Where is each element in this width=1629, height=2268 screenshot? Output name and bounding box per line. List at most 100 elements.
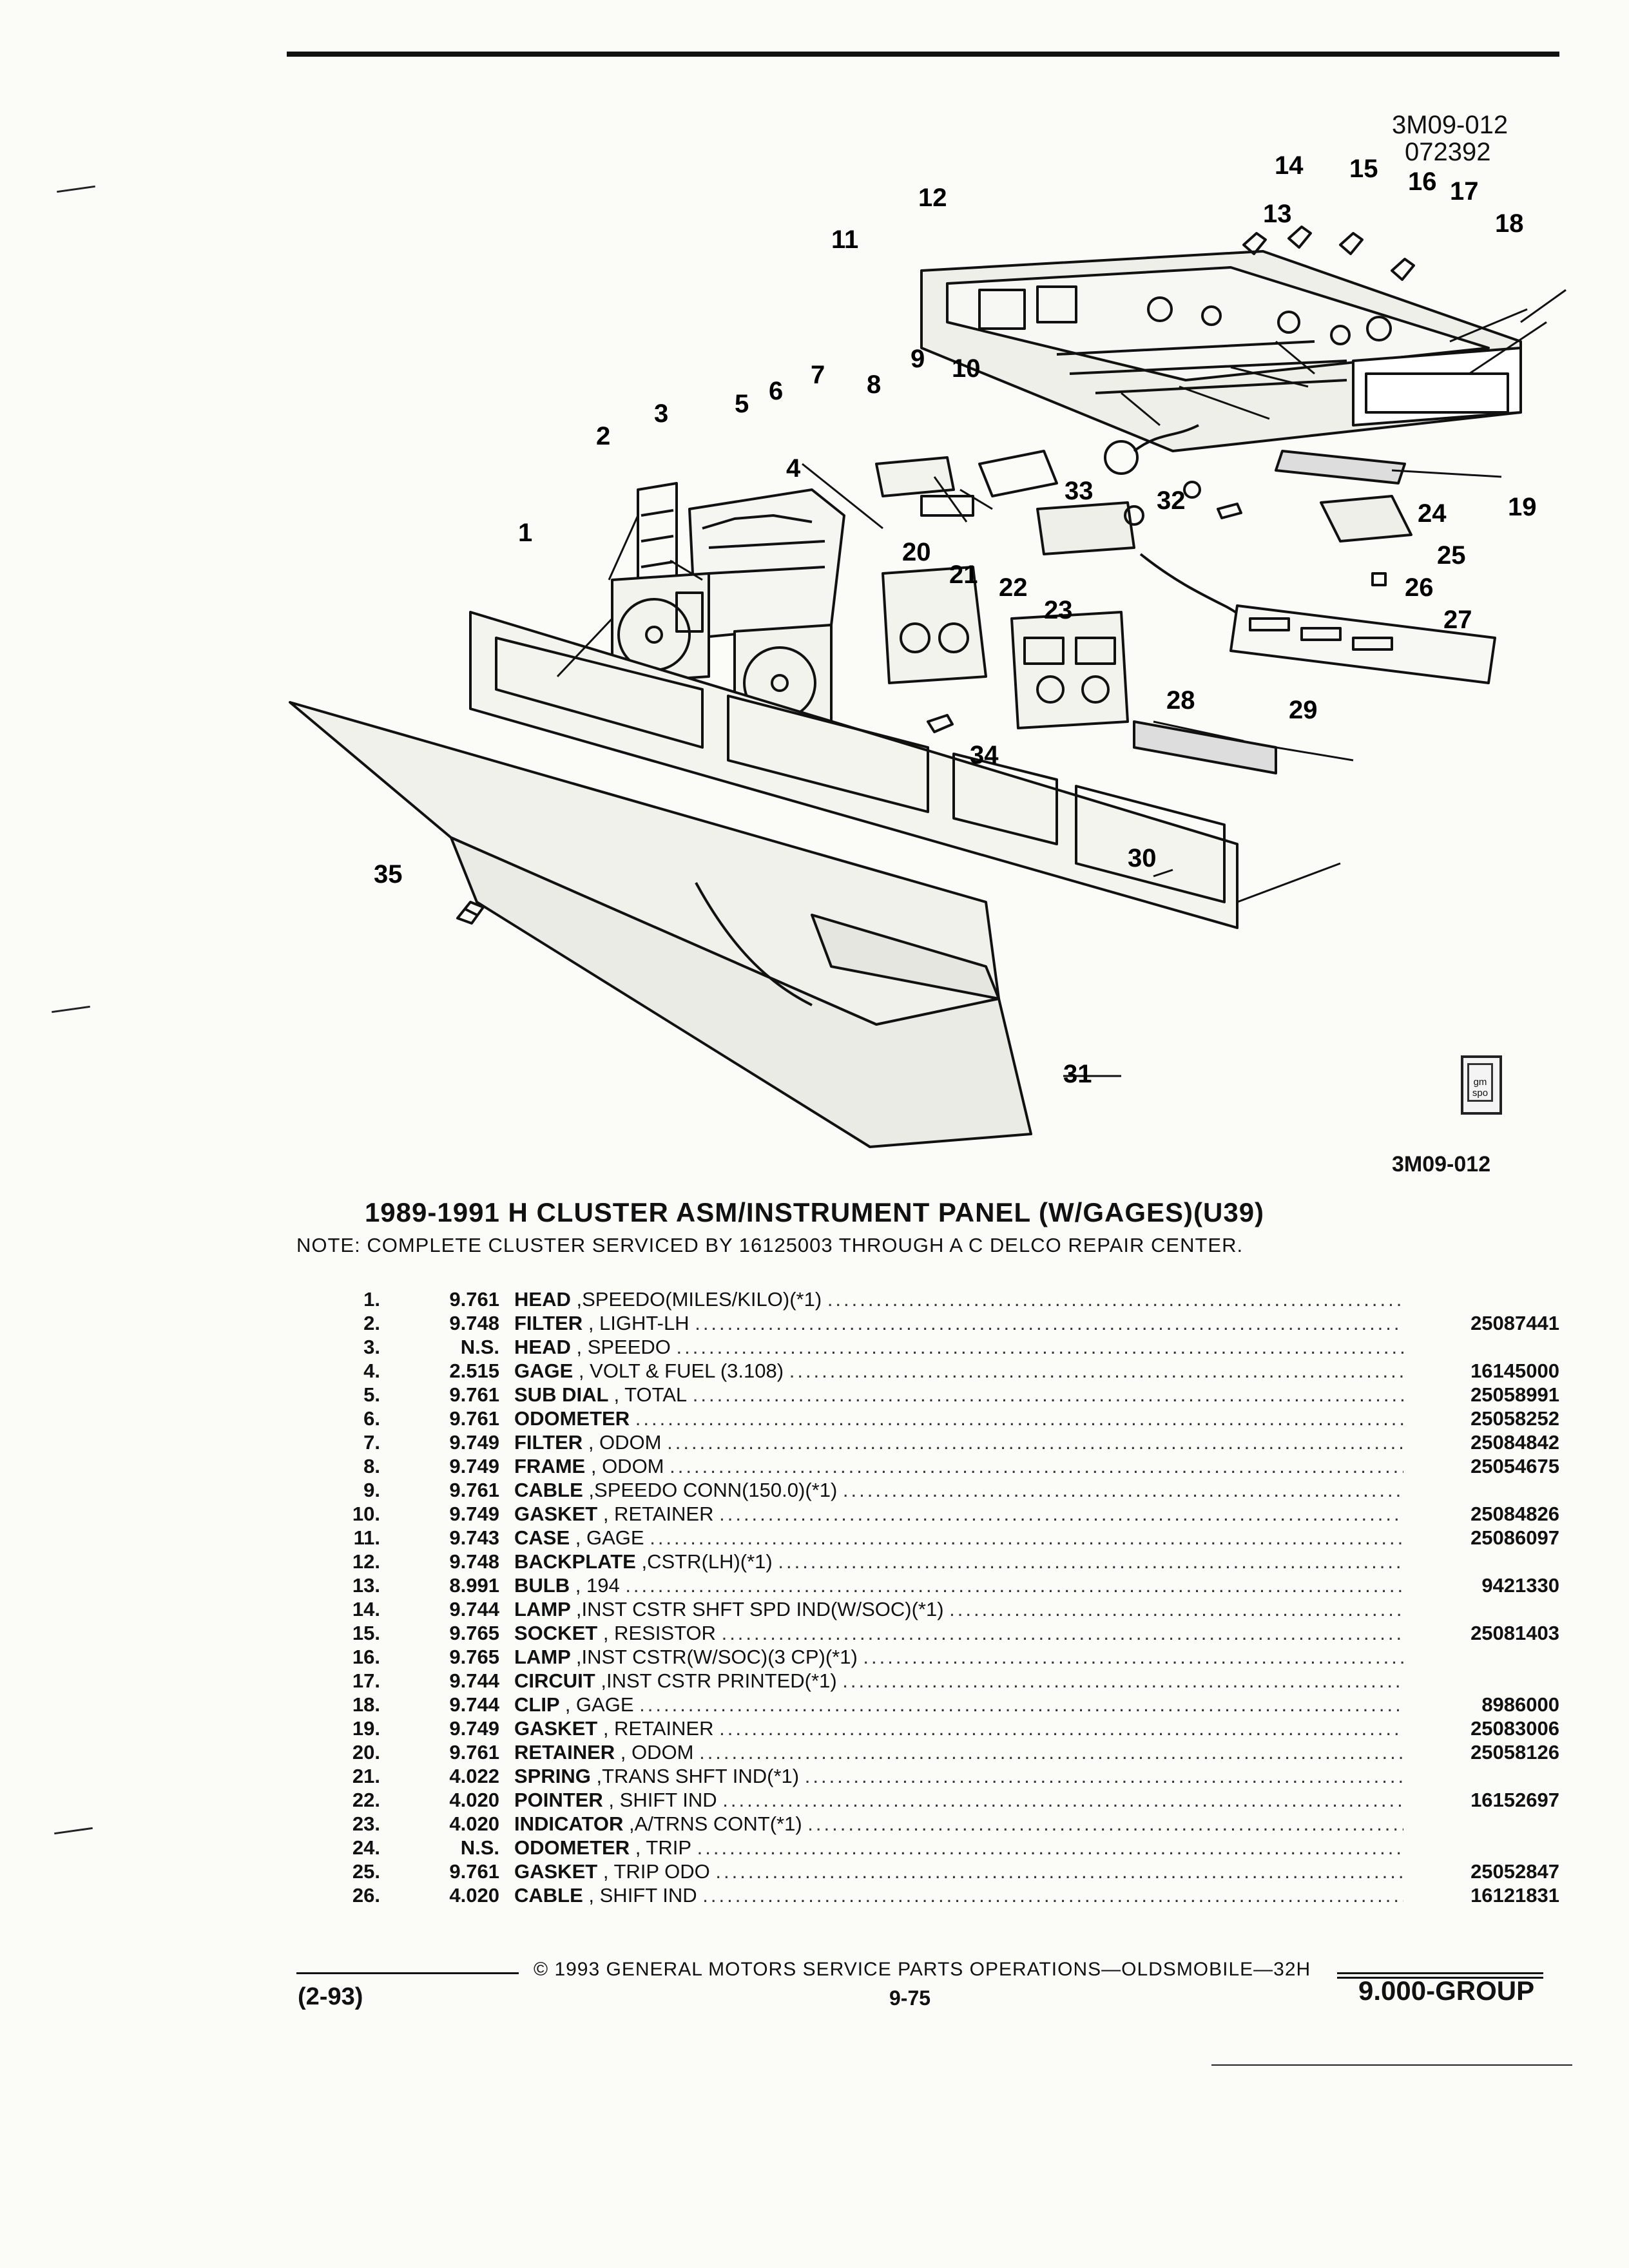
gm-spo-logo-text: gm spo — [1467, 1063, 1493, 1102]
group-number: 4.020 — [449, 1789, 499, 1811]
part-description: CABLE ,SPEEDO CONN(150.0)(*1) ..........… — [514, 1478, 1403, 1502]
part-name: GASKET — [514, 1503, 598, 1525]
part-description: CLIP , GAGE ............................… — [514, 1693, 1403, 1716]
part-description: FILTER , LIGHT-LH ......................… — [514, 1311, 1403, 1335]
item-number: 10. — [352, 1503, 380, 1525]
part-name: GASKET — [514, 1860, 598, 1883]
callout-6: 6 — [769, 377, 783, 405]
part-description: POINTER , SHIFT IND ....................… — [514, 1788, 1403, 1812]
part-description: SUB DIAL , TOTAL .......................… — [514, 1383, 1403, 1407]
footer-rule-right — [1337, 1972, 1543, 1974]
part-number: 25058991 — [1470, 1383, 1559, 1406]
leader-dots: ........................................… — [692, 1383, 1403, 1406]
group-number: 9.761 — [449, 1407, 499, 1430]
part-description: FILTER , ODOM ..........................… — [514, 1430, 1403, 1454]
parts-row: 9. 9.761 CABLE ,SPEEDO CONN(150.0)(*1) ...… — [335, 1478, 1559, 1502]
leader-dots: ........................................… — [863, 1646, 1403, 1668]
leader-dots: ........................................… — [676, 1336, 1403, 1358]
item-number: 23. — [352, 1812, 380, 1835]
part-description: GASKET , TRIP ODO ......................… — [514, 1860, 1403, 1883]
group-number: 9.744 — [449, 1693, 499, 1716]
callout-26: 26 — [1405, 573, 1434, 602]
callout-13: 13 — [1263, 200, 1292, 228]
part-number: 25084826 — [1470, 1503, 1559, 1525]
leader-dots: ........................................… — [949, 1598, 1403, 1620]
part-detail: , GAGE — [575, 1526, 644, 1549]
item-number: 19. — [352, 1717, 380, 1740]
item-number: 7. — [363, 1431, 380, 1454]
gasket-29 — [1133, 720, 1277, 774]
leader-dots: ........................................… — [842, 1669, 1403, 1692]
part-number: 25081403 — [1470, 1622, 1559, 1644]
trip-odometer-module — [1010, 611, 1129, 729]
part-description: SPRING ,TRANS SHFT IND(*1) .............… — [514, 1764, 1403, 1788]
leader-dots: ........................................… — [639, 1693, 1403, 1716]
callout-27: 27 — [1443, 606, 1472, 634]
callout-24: 24 — [1418, 499, 1447, 528]
copyright-notice: © 1993 GENERAL MOTORS SERVICE PARTS OPER… — [534, 1959, 1311, 1980]
callout-9: 9 — [911, 345, 925, 373]
item-number: 1. — [363, 1288, 380, 1311]
callout-15: 15 — [1349, 155, 1378, 183]
leader-dots: ........................................… — [625, 1574, 1403, 1597]
instrument-bezel — [289, 701, 1032, 1148]
callout-31: 31 — [1063, 1060, 1092, 1088]
part-number: 25086097 — [1470, 1526, 1559, 1549]
part-number: 25054675 — [1470, 1455, 1559, 1477]
part-number: 16145000 — [1470, 1360, 1559, 1382]
part-description: BULB , 194 .............................… — [514, 1573, 1403, 1597]
part-detail: , GAGE — [564, 1693, 634, 1716]
part-detail: ,INST CSTR SHFT SPD IND(W/SOC)(*1) — [575, 1598, 944, 1620]
part-description: GASKET , RETAINER ......................… — [514, 1502, 1403, 1526]
item-number: 9. — [363, 1479, 380, 1501]
group-number: 9.761 — [449, 1479, 499, 1501]
part-detail: ,CSTR(LH)(*1) — [641, 1550, 773, 1573]
part-detail: , ODOM — [588, 1431, 662, 1454]
gasket-19 — [1275, 450, 1406, 485]
part-name: RETAINER — [514, 1741, 615, 1763]
margin-mark — [52, 1005, 90, 1014]
part-detail: , TRIP ODO — [602, 1860, 710, 1883]
group-number: 9.761 — [449, 1288, 499, 1311]
part-name: FRAME — [514, 1455, 586, 1477]
part-description: CABLE , SHIFT IND ......................… — [514, 1883, 1403, 1907]
part-name: LAMP — [514, 1646, 571, 1668]
part-detail: , TRIP — [635, 1836, 692, 1859]
callout-7: 7 — [811, 361, 825, 389]
item-number: 11. — [353, 1526, 380, 1549]
group-number: 4.022 — [449, 1765, 499, 1787]
group-number: 9.744 — [449, 1598, 499, 1620]
callout-17: 17 — [1450, 177, 1479, 206]
part-number: 9421330 — [1481, 1574, 1559, 1597]
parts-row: 24.N.S.ODOMETER , TRIP .................… — [335, 1836, 1559, 1860]
callout-30: 30 — [1128, 844, 1157, 872]
part-name: CIRCUIT — [514, 1669, 595, 1692]
group-number: 9.749 — [449, 1717, 499, 1740]
callout-8: 8 — [867, 370, 881, 399]
item-number: 14. — [352, 1598, 380, 1620]
leader-dots: ........................................… — [842, 1479, 1403, 1501]
item-number: 15. — [352, 1622, 380, 1644]
part-name: BACKPLATE — [514, 1550, 636, 1573]
part-detail: , SHIFT IND — [608, 1789, 717, 1811]
leader-dots: ........................................… — [804, 1765, 1403, 1787]
item-number: 21. — [352, 1765, 380, 1787]
odometer-parts — [875, 424, 1199, 555]
item-number: 25. — [352, 1860, 380, 1883]
group-number: 2.515 — [449, 1360, 499, 1382]
item-number: 12. — [352, 1550, 380, 1573]
service-note: NOTE: COMPLETE CLUSTER SERVICED BY 16125… — [296, 1234, 1244, 1256]
part-detail: , RETAINER — [602, 1717, 714, 1740]
part-description: FRAME , ODOM ...........................… — [514, 1454, 1403, 1478]
part-detail: , TOTAL — [613, 1383, 688, 1406]
speedo-gage-1 — [611, 572, 710, 684]
leader-dots: ........................................… — [789, 1360, 1403, 1382]
